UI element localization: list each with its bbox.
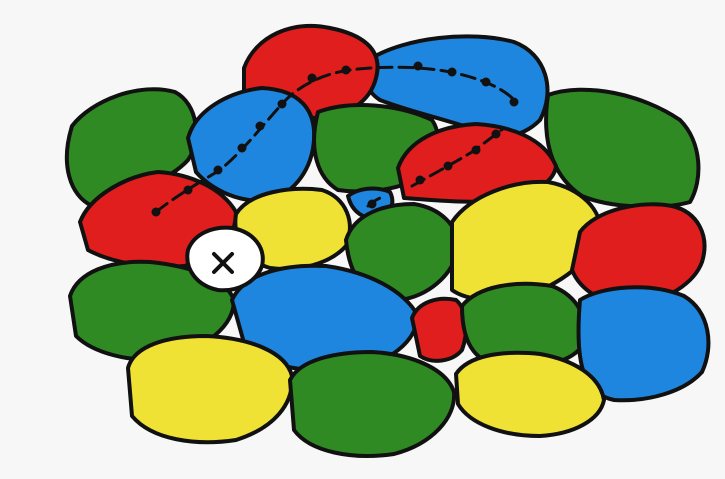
region-green-bottom-center <box>290 352 454 456</box>
region-yellow-bottom-left <box>128 336 292 442</box>
region-red-small-center <box>412 299 466 361</box>
